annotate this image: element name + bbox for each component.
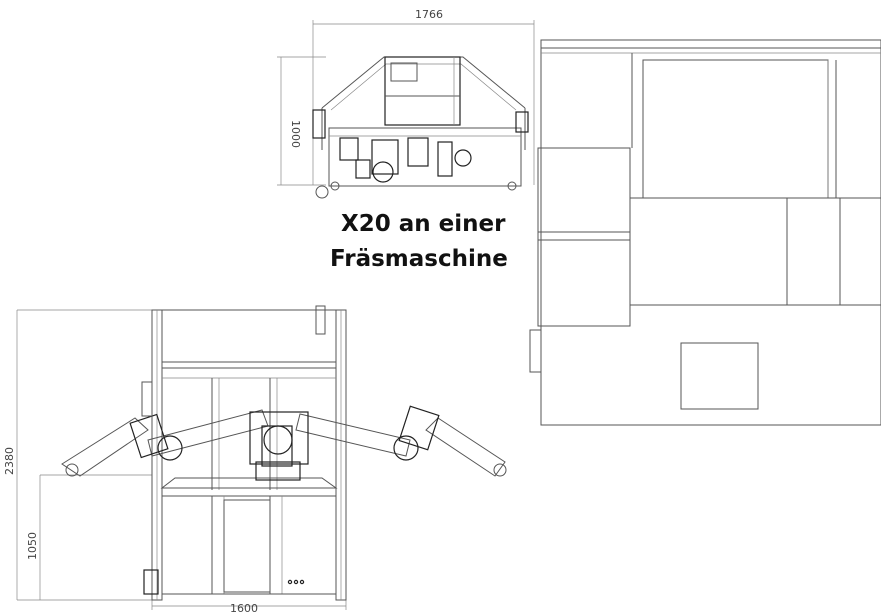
dim-front-height: 2380	[3, 447, 16, 475]
dim-front-table-height: 1050	[26, 532, 39, 560]
title-line1: X20 an einer	[341, 211, 506, 237]
milling-machine-plan	[529, 39, 881, 426]
dim-top-height: 1000	[289, 120, 302, 148]
dim-top-width: 1766	[415, 8, 443, 21]
dim-front-width: 1600	[230, 602, 258, 614]
x20-front-view	[16, 305, 507, 610]
x20-top-view	[277, 20, 535, 199]
title-line2: Fräsmaschine	[330, 246, 508, 272]
